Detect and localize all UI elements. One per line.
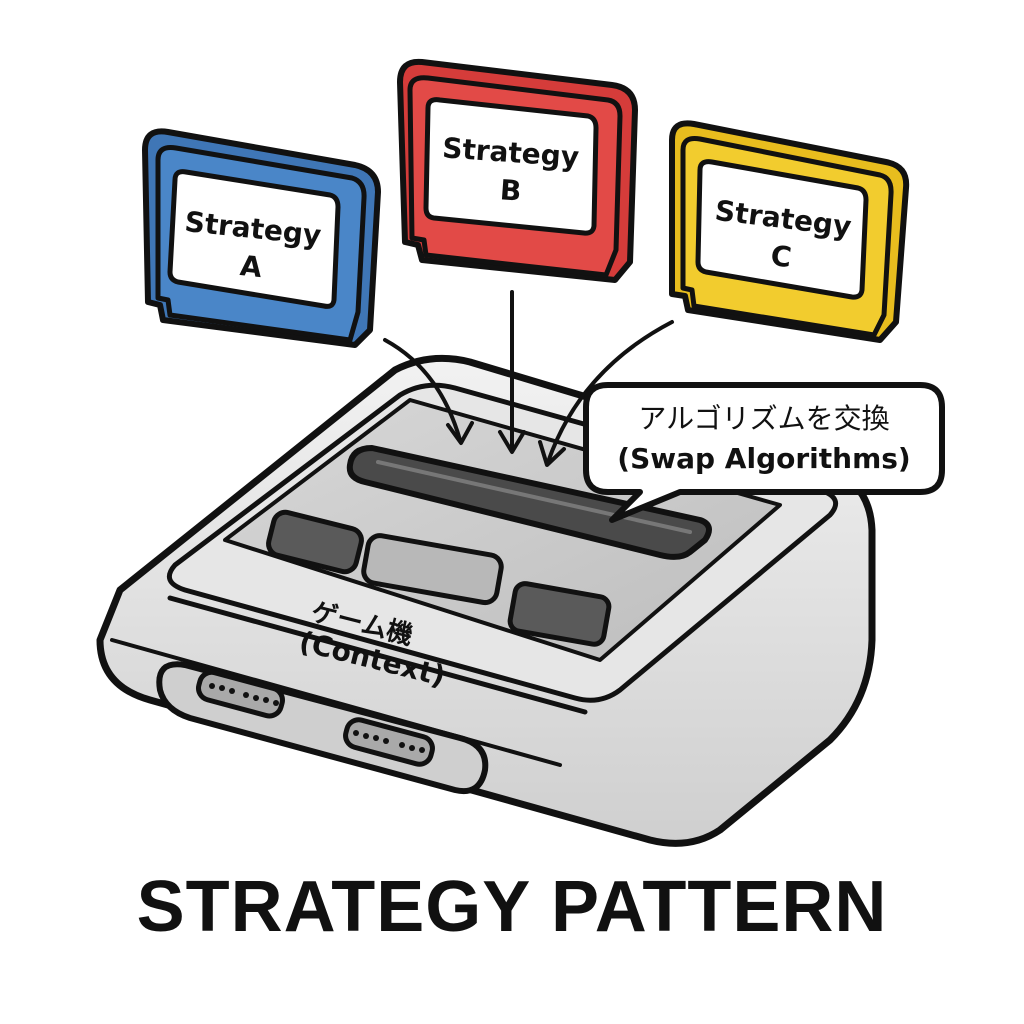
insert-arrows — [383, 290, 674, 467]
arrow-c — [546, 320, 674, 464]
speech-bubble: アルゴリズムを交換 (Swap Algorithms) — [583, 382, 945, 523]
bubble-text-jp: アルゴリズムを交換 — [638, 402, 889, 435]
reset-button — [361, 533, 504, 606]
controller-port-1 — [196, 669, 285, 719]
eject-button — [507, 581, 612, 647]
arrow-a — [383, 338, 462, 442]
cartridge-a-letter: A — [238, 249, 263, 284]
cartridge-strategy-c: Strategy C — [669, 120, 910, 343]
cartridge-strategy-a: Strategy A — [142, 128, 381, 348]
bubble-text-en: (Swap Algorithms) — [617, 442, 910, 475]
power-button — [266, 509, 364, 575]
diagram-title: STRATEGY PATTERN — [136, 867, 888, 947]
cartridge-strategy-b: Strategy B — [397, 58, 638, 283]
cartridge-c-letter: C — [769, 239, 793, 274]
controller-port-2 — [343, 717, 435, 767]
cartridge-b-letter: B — [499, 173, 523, 207]
